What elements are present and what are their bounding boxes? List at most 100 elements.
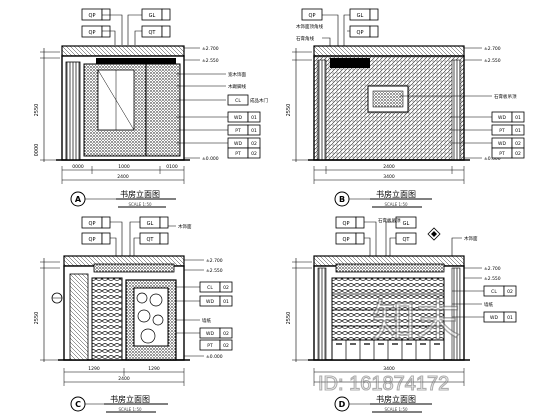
panel-c-label-1: 木饰面 <box>178 223 192 230</box>
panel-b-tag-2: GL <box>357 13 364 19</box>
panel-b-level-2: ±2.550 <box>484 58 501 64</box>
panel-a-tag-3: GL <box>149 13 156 19</box>
panel-c-top-tags: QP QP GL QT 木饰面 <box>81 216 192 256</box>
panel-c-tag-1: QP <box>89 221 96 227</box>
panel-b-tag-1: QP <box>309 13 316 19</box>
panel-b-left-pilaster <box>317 59 327 161</box>
panel-a-left-dimension: 2550 0000 <box>34 48 60 162</box>
panel-a-title: 书房立面图 <box>120 189 160 199</box>
panel-b-bottom-dimension: 2400 3400 <box>313 164 465 184</box>
panel-a-dim-3: 0100 <box>166 164 178 170</box>
panel-b-level-3: ±0.000 <box>484 156 501 162</box>
panel-d-tag-1: QP <box>343 221 350 227</box>
panel-a-tag-4: QT <box>149 30 157 36</box>
panel-b-title: 书房立面图 <box>376 189 416 199</box>
panel-b-dim-total: 3400 <box>383 174 395 180</box>
panel-d-left-pilaster <box>317 267 327 361</box>
panel-c-title: 书房立面图 <box>110 394 150 404</box>
panel-a-dim-2: 1000 <box>118 164 130 170</box>
panel-d-letter: D <box>339 400 346 409</box>
panel-c-cornice <box>93 263 175 273</box>
panel-c-dim-1: 1290 <box>88 366 100 372</box>
panel-b-rtag-4: PT <box>499 151 505 157</box>
panel-b-label-2: 石膏角线 <box>296 35 314 42</box>
svg-text:02: 02 <box>251 151 257 157</box>
svg-text:02: 02 <box>507 289 513 295</box>
panel-a-curtain-box <box>96 58 176 64</box>
panel-a-scale: SCALE 1:50 <box>128 202 152 207</box>
panel-b-dim-height: 2550 <box>286 104 292 117</box>
panel-c-letter: C <box>75 400 81 409</box>
panel-a-dim-height: 2550 <box>34 104 40 117</box>
panel-a-label-2: 木踢脚线 <box>228 83 246 90</box>
panel-c-rtag-3: WD <box>206 331 214 337</box>
panel-a-rtag-1: CL <box>235 98 241 104</box>
svg-text:02: 02 <box>223 331 229 337</box>
panel-b-left-dimension: 2550 <box>286 48 312 162</box>
panel-a-curtain-right <box>145 63 181 157</box>
watermark-id: ID: 161874172 <box>318 373 449 395</box>
panel-b-top-tags: QP GL QP 木饰面顶角线 石膏角线 <box>296 8 379 46</box>
panel-c-level-3: ±0.000 <box>206 354 223 360</box>
panel-d-dim-height: 2550 <box>286 312 292 325</box>
panel-c-tag-2: QP <box>89 237 96 243</box>
panel-c-rtag-4: PT <box>207 343 213 349</box>
panel-b-right-annotations: ±2.700 ±2.550 ±0.000 石膏板吊顶 WD 01 PT 01 W… <box>400 46 525 162</box>
watermark: 知末 ID: 161874172 <box>317 296 460 395</box>
panel-d-bookshelf <box>331 277 445 341</box>
panel-c-label-2: 墙纸 <box>202 317 211 324</box>
panel-d-level-1: ±2.700 <box>484 266 501 272</box>
panel-b-ceiling-slab <box>313 45 465 57</box>
panel-a-right-annotations: ±2.700 ±2.550 ±0.000 宽木饰面 木踢脚线 成品木门 CL W… <box>176 46 268 162</box>
panel-b-level-1: ±2.700 <box>484 46 501 52</box>
svg-text:02: 02 <box>223 343 229 349</box>
panel-c: QP QP GL QT 木饰面 2550 <box>34 216 233 413</box>
panel-d-bottom-dimension: 3400 <box>313 366 465 386</box>
panel-a-rtag-2: WD <box>234 115 242 121</box>
panel-b-light-trough <box>330 58 370 68</box>
panel-d-title: 书房立面图 <box>376 394 416 404</box>
panel-d: QP QP GL QT 石膏板吊顶 木饰面 2550 <box>286 216 517 413</box>
panel-a-level-2: ±2.550 <box>202 58 219 64</box>
panel-c-level-2: ±2.550 <box>206 268 223 274</box>
panel-b-rtag-2: PT <box>499 128 505 134</box>
panel-a-label-1: 宽木饰面 <box>228 71 246 78</box>
panel-d-tag-2: QP <box>343 237 350 243</box>
panel-a-rtag-3: PT <box>235 128 241 134</box>
panel-b-label-3: 石膏板吊顶 <box>494 93 517 100</box>
panel-a-title-block: A 书房立面图 SCALE 1:50 <box>70 189 176 208</box>
svg-text:02: 02 <box>223 285 229 291</box>
panel-d-rtag-2: WD <box>490 315 498 321</box>
panel-a-dim-1: 0000 <box>72 164 84 170</box>
panel-b-rtag-3: WD <box>498 141 506 147</box>
panel-d-top-tags: QP QP GL QT 石膏板吊顶 木饰面 <box>335 216 478 256</box>
svg-text:01: 01 <box>251 128 257 134</box>
panel-b: QP GL QP 木饰面顶角线 石膏角线 2550 ±2.700 ±2 <box>286 8 525 208</box>
panel-d-label-3: 墙纸 <box>484 301 493 308</box>
panel-a-label-3: 成品木门 <box>250 97 268 104</box>
panel-a-ceiling-slab <box>61 45 185 57</box>
svg-text:02: 02 <box>515 141 521 147</box>
panel-a: QP QP GL QT 2550 0000 <box>34 8 268 208</box>
panel-c-level-1: ±2.700 <box>206 258 223 264</box>
panel-d-rtag-1: CL <box>491 289 497 295</box>
svg-text:02: 02 <box>515 151 521 157</box>
panel-c-tag-3: GL <box>147 221 154 227</box>
panel-b-tag-3: QP <box>357 30 364 36</box>
panel-d-label-1: 石膏板吊顶 <box>378 217 401 224</box>
panel-d-level-2: ±2.550 <box>484 276 501 282</box>
panel-a-tag-1: QP <box>89 13 96 19</box>
panel-b-letter: B <box>339 195 345 204</box>
svg-text:02: 02 <box>251 141 257 147</box>
panel-a-level-3: ±0.000 <box>202 156 219 162</box>
panel-a-bookcase <box>65 61 81 161</box>
svg-text:01: 01 <box>223 299 229 305</box>
panel-b-dim-1: 2400 <box>383 164 395 170</box>
panel-c-dim-2: 1290 <box>148 366 160 372</box>
panel-b-label-1: 木饰面顶角线 <box>296 23 323 30</box>
panel-a-top-tags: QP QP GL QT <box>81 8 171 45</box>
panel-a-bottom-dimension: 0000 1000 0100 2400 <box>61 164 185 184</box>
panel-a-level-1: ±2.700 <box>202 46 219 52</box>
panel-c-door <box>69 273 89 361</box>
